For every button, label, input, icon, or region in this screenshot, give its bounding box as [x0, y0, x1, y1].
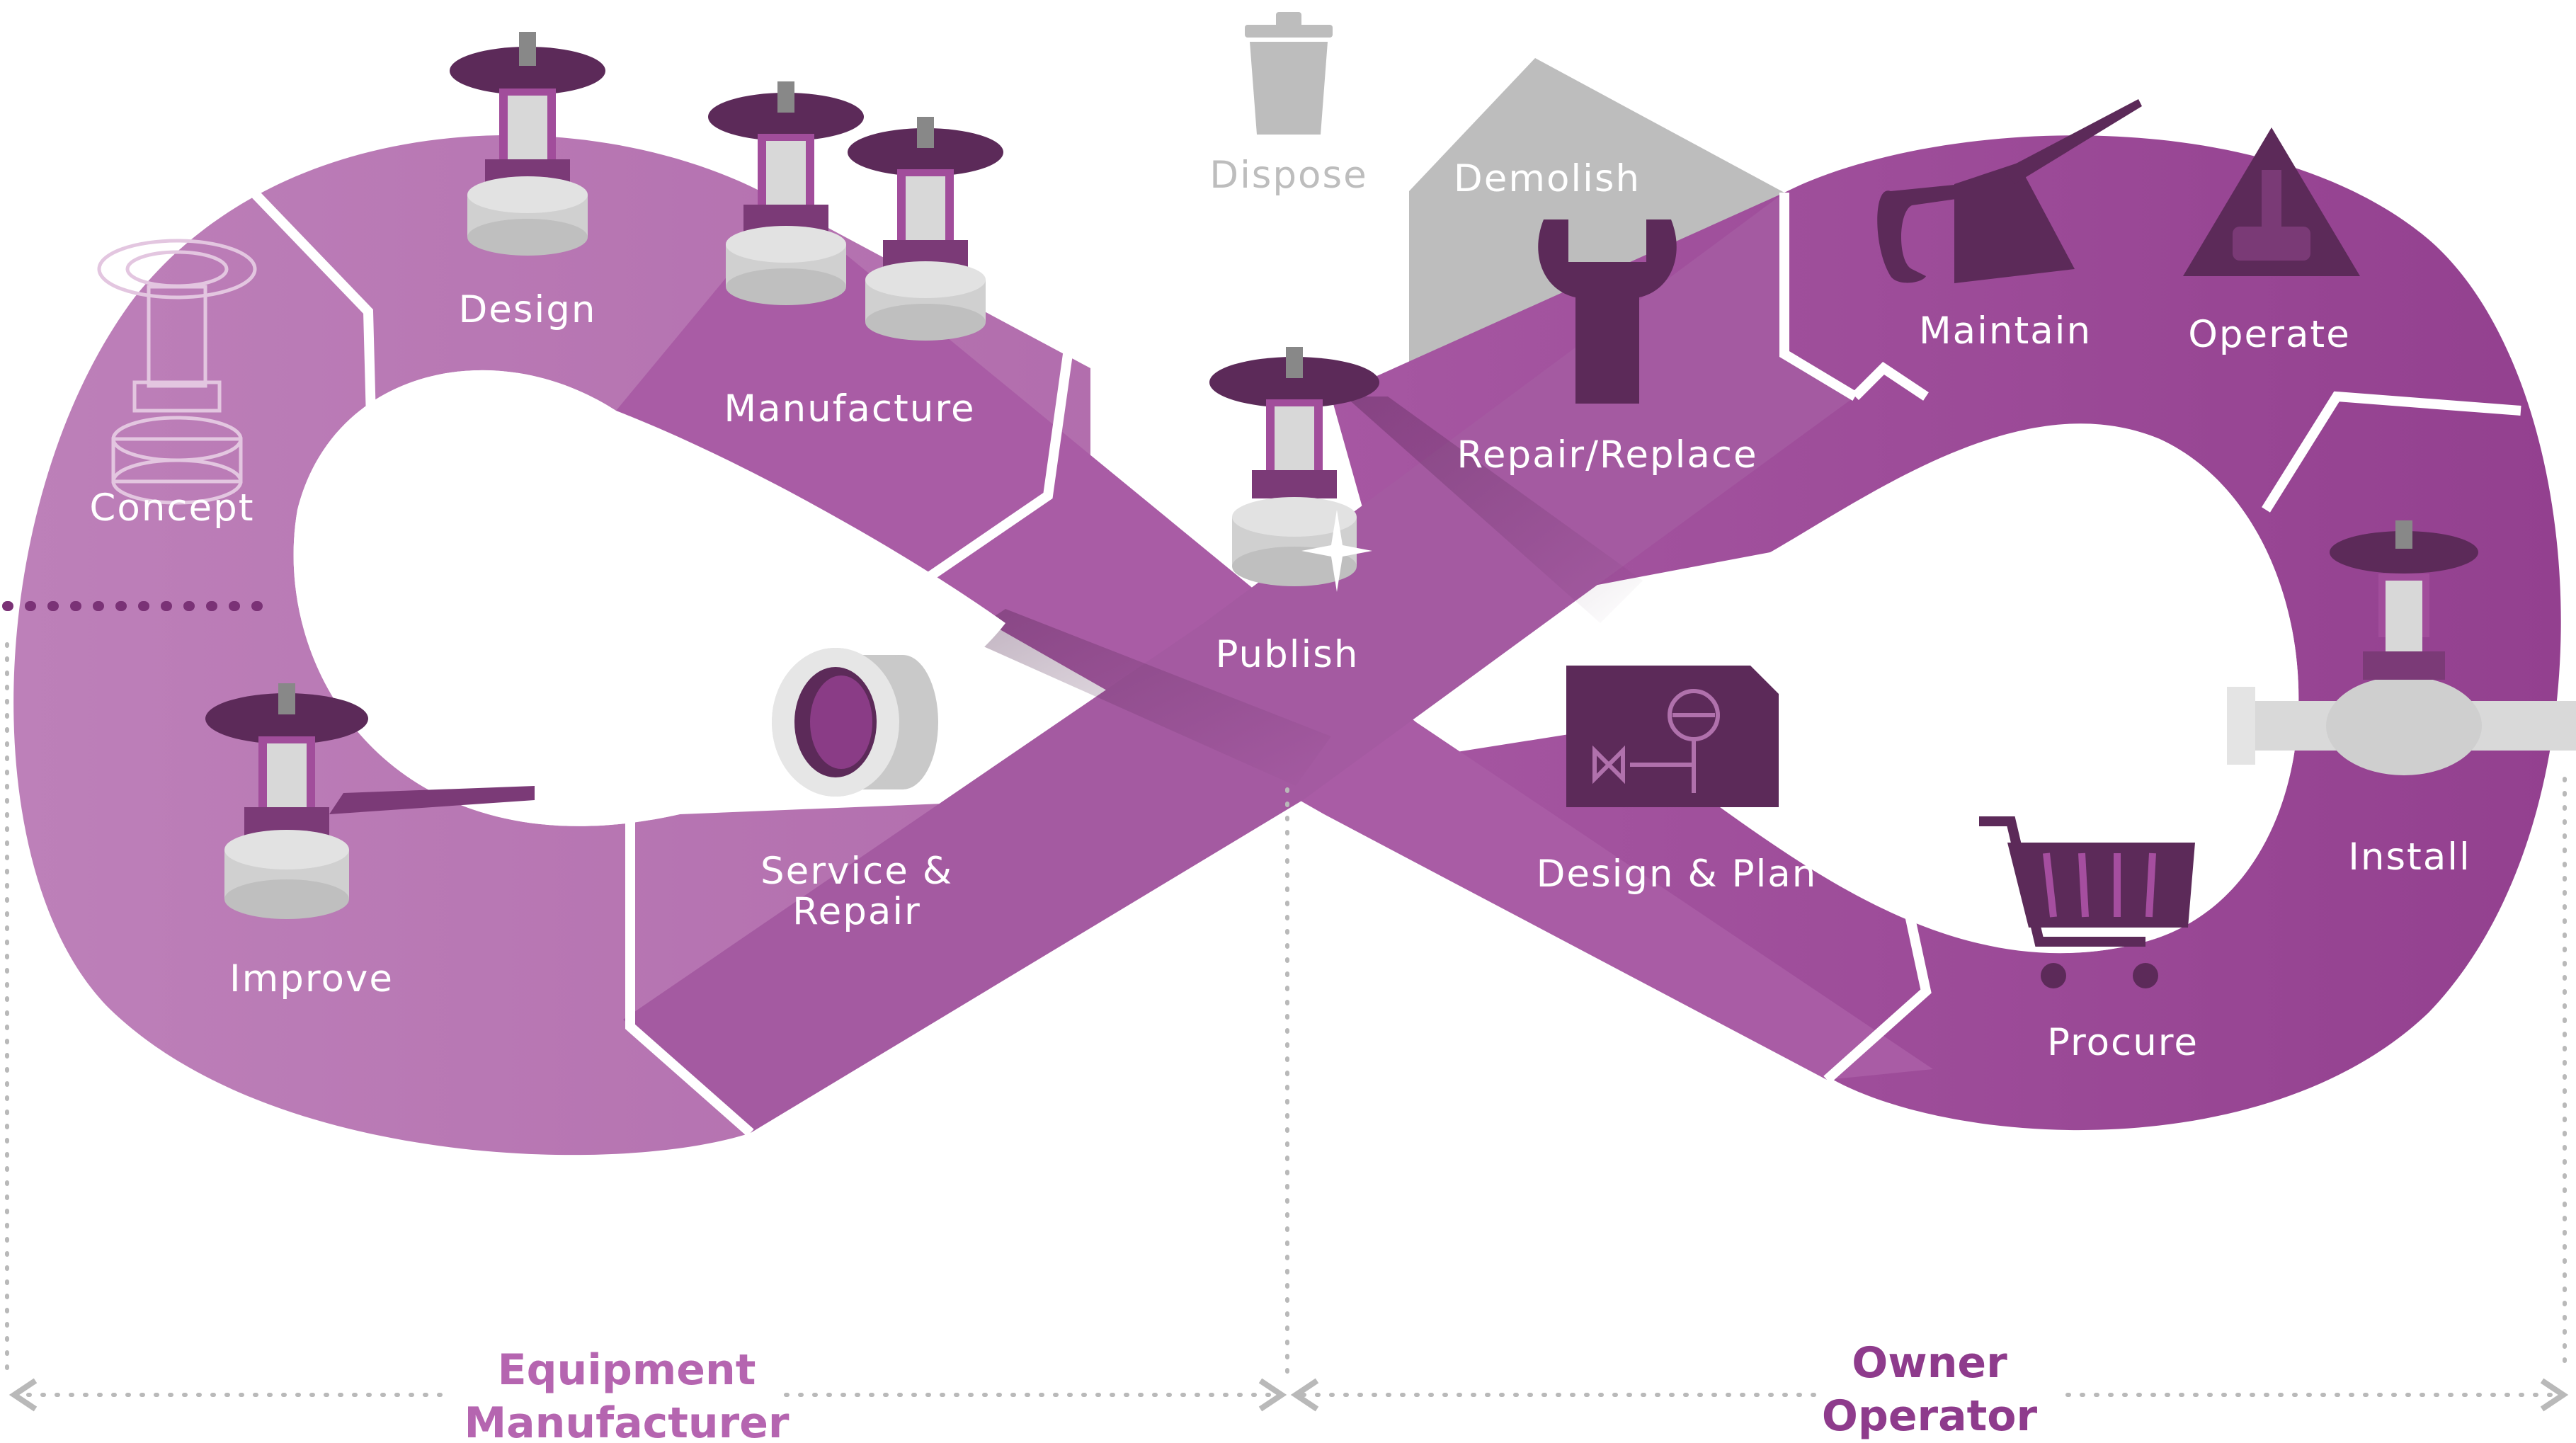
stage-label-dispose: Dispose	[1209, 154, 1367, 197]
schematic-document-icon	[1566, 666, 1779, 807]
role-label-operator-line2: Operator	[1822, 1391, 2038, 1441]
crossing-shadow-2	[1345, 397, 1643, 623]
stage-label-install: Install	[2348, 835, 2471, 879]
valve-sparkle-icon	[1209, 347, 1379, 592]
stage-label-service-repair-line1: Service &	[760, 850, 953, 893]
trash-bin-icon	[1245, 12, 1333, 135]
wrench-icon	[1538, 219, 1677, 404]
stage-label-service-repair-line2: Repair	[792, 890, 921, 933]
manufacturer-bracket	[8, 1378, 1287, 1412]
stage-label-improve: Improve	[229, 957, 394, 1000]
right-hole	[1600, 423, 2299, 953]
role-label-manufacturer-line1: Equipment	[498, 1345, 756, 1395]
stage-label-maintain: Maintain	[1919, 309, 2092, 353]
stage-label-manufacture: Manufacture	[724, 387, 975, 430]
stage-label-concept: Concept	[89, 486, 254, 530]
role-label-manufacturer-line2: Manufacturer	[464, 1398, 789, 1443]
band-ascending	[623, 193, 1855, 1133]
stage-label-publish: Publish	[1216, 633, 1360, 676]
stage-label-procure: Procure	[2047, 1021, 2199, 1064]
shopping-cart-icon	[1979, 816, 2195, 988]
valve-outline-icon	[97, 239, 257, 505]
role-label-operator-line1: Owner	[1852, 1338, 2007, 1388]
operator-bracket	[1290, 1378, 2569, 1412]
stage-label-design: Design	[459, 288, 597, 331]
valve-icon	[450, 32, 605, 256]
crossing-shadow	[963, 609, 1331, 786]
pipe-valve-icon	[2227, 520, 2576, 775]
stage-label-operate: Operate	[2188, 313, 2351, 356]
stage-label-demolish: Demolish	[1454, 157, 1641, 200]
stage-label-repair-replace: Repair/Replace	[1457, 433, 1757, 477]
two-valves-icon	[708, 81, 1003, 341]
ball-valve-icon	[205, 683, 535, 919]
segment-dividers	[240, 179, 2521, 1137]
stage-label-design-plan: Design & Plan	[1537, 852, 1818, 896]
seal-ring-icon	[772, 648, 938, 797]
oil-can-icon	[1877, 99, 2142, 283]
warning-hand-icon	[2183, 127, 2360, 276]
